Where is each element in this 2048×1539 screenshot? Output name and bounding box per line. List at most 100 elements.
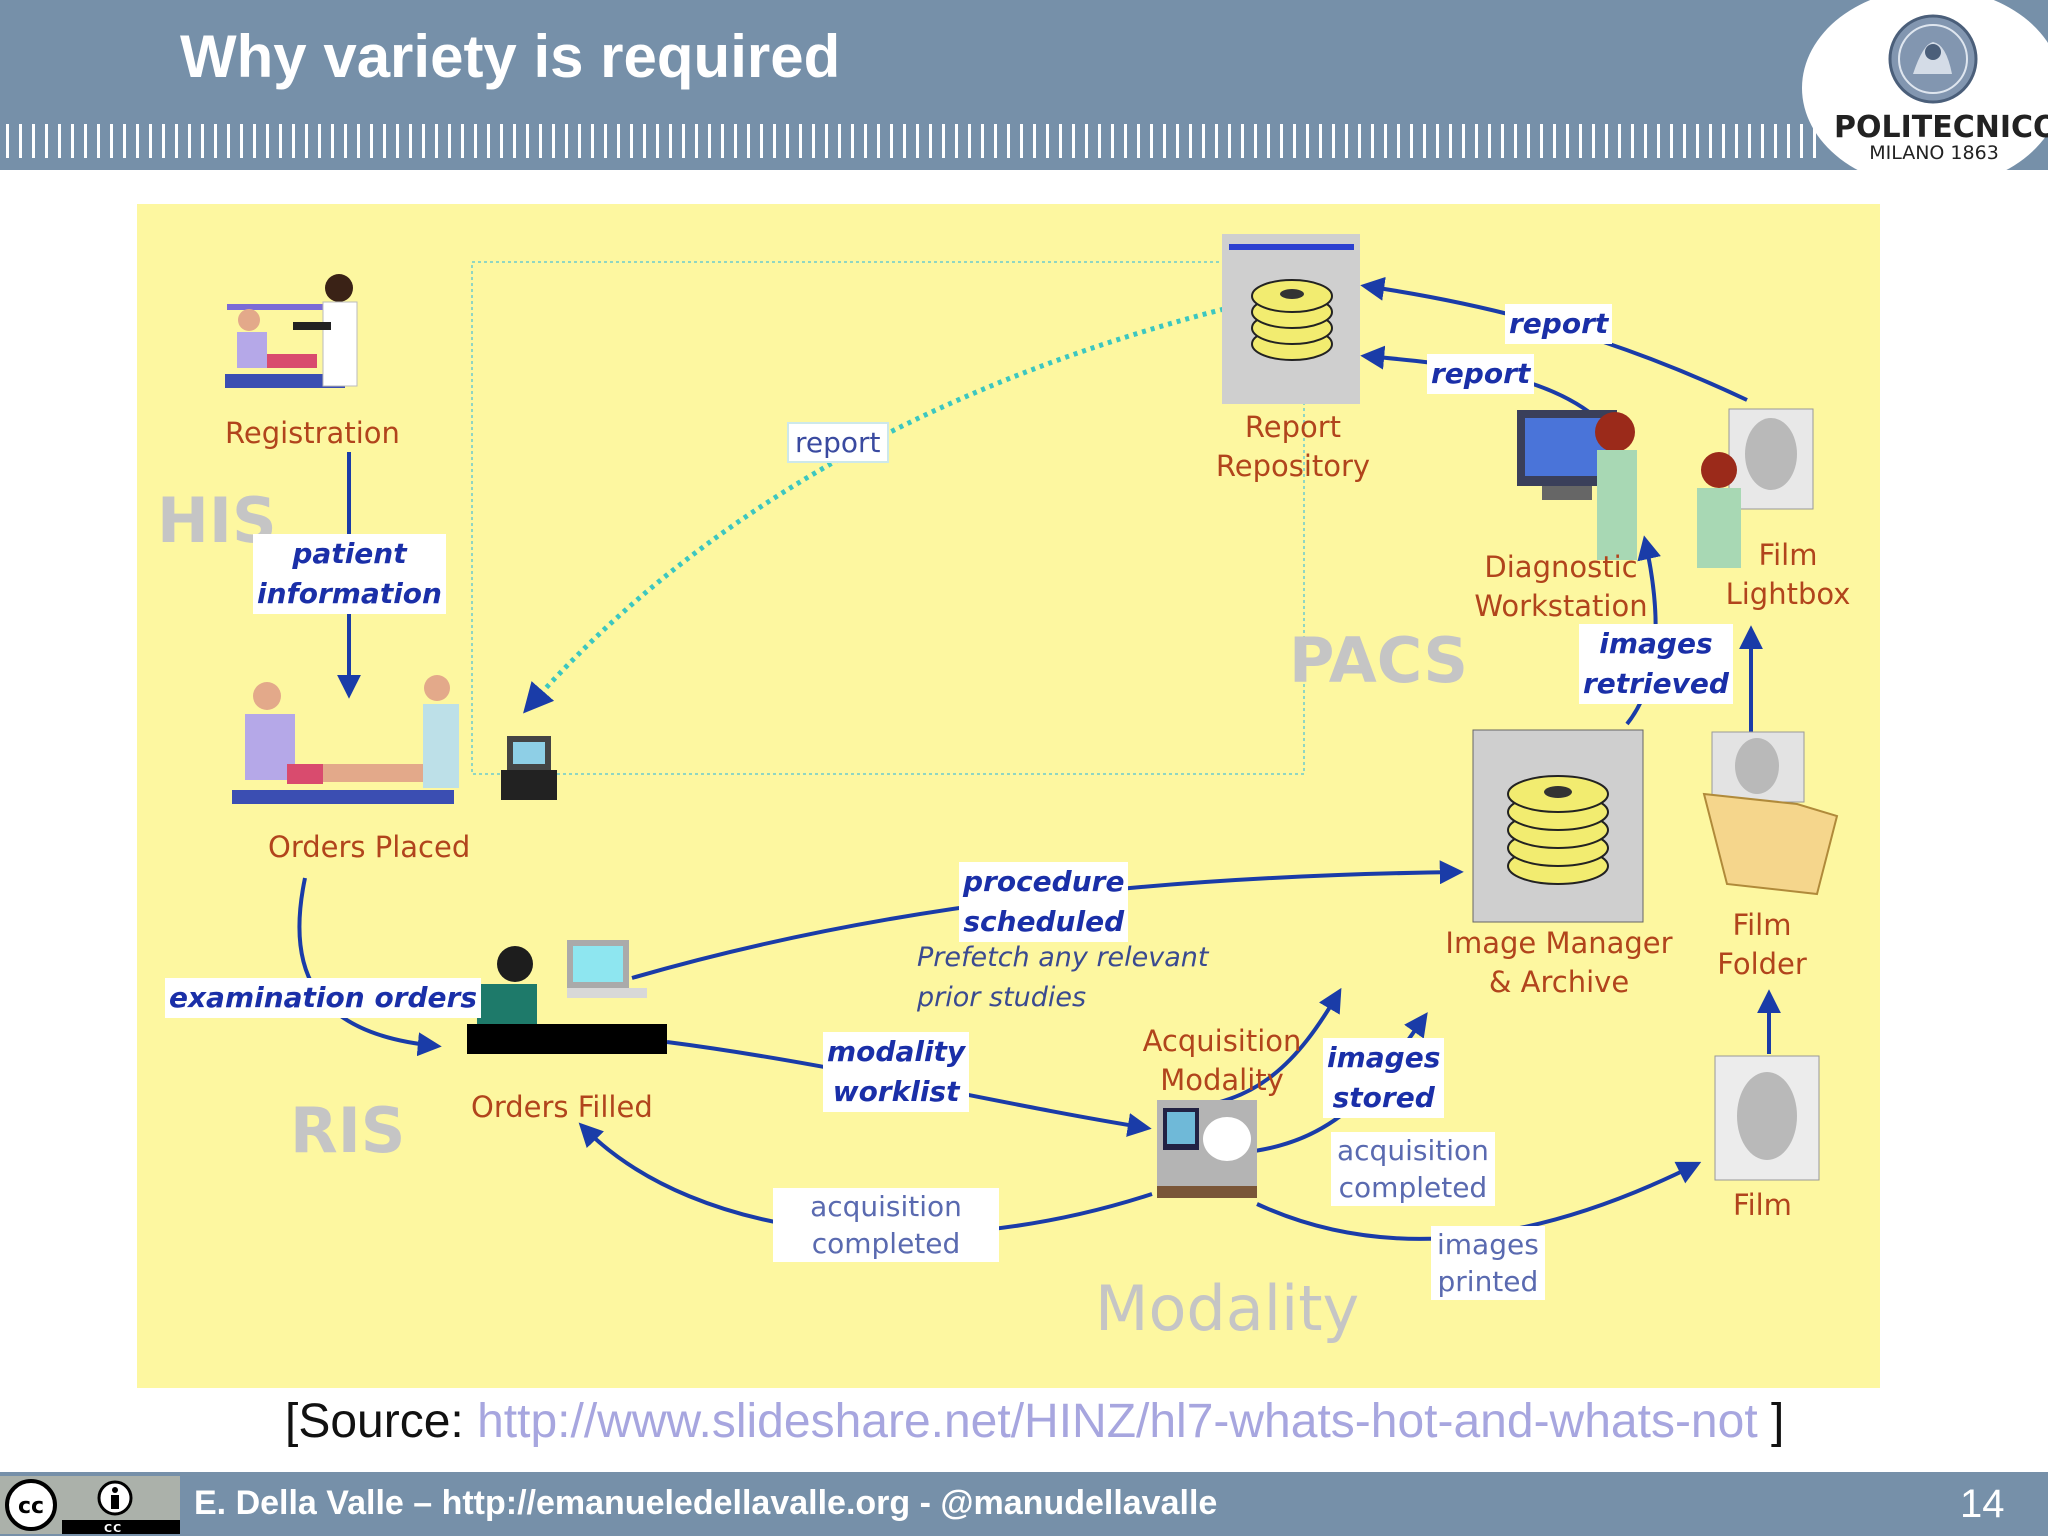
header-tick (214, 124, 217, 158)
header-tick (1007, 124, 1010, 158)
svg-text:cc: cc (18, 1494, 44, 1519)
header-tick (292, 124, 295, 158)
flow-images-stored-line1: images (1327, 1041, 1441, 1074)
header-tick (721, 124, 724, 158)
source-citation: [Source: http://www.slideshare.net/HINZ/… (285, 1394, 1784, 1449)
flow-patient-information: patient information (253, 534, 446, 614)
header-tick (253, 124, 256, 158)
header-tick (760, 124, 763, 158)
domain-ris: RIS (290, 1094, 406, 1167)
flow-prefetch-line2: prior studies (917, 982, 1087, 1013)
header-tick (318, 124, 321, 158)
header-tick (1280, 124, 1283, 158)
header-tick (149, 124, 152, 158)
flow-acq-completed-right-line1: acquisition (1337, 1134, 1489, 1167)
header-tick (1059, 124, 1062, 158)
header-tick (942, 124, 945, 158)
header-tick (1722, 124, 1725, 158)
node-acquisition-modality-line2: Modality (1160, 1063, 1284, 1097)
node-film-folder: Film Folder (1707, 906, 1817, 984)
node-orders-filled: Orders Filled (471, 1090, 653, 1124)
flow-acq-completed-right-line2: completed (1338, 1171, 1488, 1204)
node-film: Film (1733, 1188, 1792, 1222)
footer-bar (0, 1472, 2048, 1536)
header-tick (539, 124, 542, 158)
flow-prefetch-line1: Prefetch any relevant (917, 942, 1209, 973)
flow-acq-completed-right: acquisition completed (1331, 1132, 1495, 1206)
header-tick (1540, 124, 1543, 158)
flow-procedure-scheduled-line2: scheduled (963, 905, 1125, 938)
header-tick (1813, 124, 1816, 158)
flow-images-retrieved-line1: images (1599, 627, 1713, 660)
film-lightbox-icon (1697, 408, 1814, 568)
film-folder-icon (1702, 731, 1839, 896)
header-tick (1306, 124, 1309, 158)
header-tick (1124, 124, 1127, 158)
header-tick (1566, 124, 1569, 158)
image-manager-archive-icon (1472, 729, 1644, 923)
header-tick (1579, 124, 1582, 158)
header-tick (175, 124, 178, 158)
orders-filled-illustration-icon (467, 940, 667, 1054)
registration-illustration-icon (225, 274, 358, 388)
header-tick (1410, 124, 1413, 158)
logo-name: POLITECNICO (1834, 110, 2048, 145)
header-tick (591, 124, 594, 158)
diagnostic-workstation-icon (1517, 410, 1637, 560)
header-tick (1254, 124, 1257, 158)
header-tick (1761, 124, 1764, 158)
node-film-lightbox-line1: Film (1758, 538, 1818, 572)
flow-images-retrieved-line2: retrieved (1583, 667, 1729, 700)
report-dotted-arrow (523, 306, 1225, 714)
header-tick (1072, 124, 1075, 158)
header-tick (1423, 124, 1426, 158)
header-tick (1475, 124, 1478, 158)
header-tick (1501, 124, 1504, 158)
slide-title: Why variety is required (180, 23, 841, 90)
header-tick (370, 124, 373, 158)
source-link[interactable]: http://www.slideshare.net/HINZ/hl7-whats… (477, 1395, 1758, 1448)
cc-by-license-badge[interactable]: cc (0, 1476, 180, 1534)
header-tick (1449, 124, 1452, 158)
source-suffix: ] (1757, 1395, 1785, 1448)
header-tick (1163, 124, 1166, 158)
header-tick (578, 124, 581, 158)
flow-modality-worklist: modality worklist (823, 1032, 970, 1112)
header-tick (903, 124, 906, 158)
header-tick (669, 124, 672, 158)
header-tick (695, 124, 698, 158)
header-tick (1670, 124, 1673, 158)
header-tick (1345, 124, 1348, 158)
header-tick (617, 124, 620, 158)
header-tick (1150, 124, 1153, 158)
report-repository-icon (1222, 234, 1360, 404)
header-tick (84, 124, 87, 158)
acquisition-modality-icon (1157, 1100, 1257, 1198)
header-tick (383, 124, 386, 158)
header-tick (162, 124, 165, 158)
header-tick (656, 124, 659, 158)
diagram-connectors (225, 234, 1839, 1241)
header-tick (19, 124, 22, 158)
header-tick (1085, 124, 1088, 158)
header-tick (58, 124, 61, 158)
header-tick (1098, 124, 1101, 158)
header-tick (357, 124, 360, 158)
flow-procedure-scheduled: procedure scheduled (959, 862, 1129, 942)
header-tick (1176, 124, 1179, 158)
header-tick (1488, 124, 1491, 158)
node-diagnostic-workstation-line2: Workstation (1474, 589, 1648, 623)
header-tick (123, 124, 126, 158)
header-tick (747, 124, 750, 158)
header-tick (643, 124, 646, 158)
flow-acq-completed-left: acquisition completed (773, 1188, 999, 1262)
header-tick (1267, 124, 1270, 158)
header-tick (188, 124, 191, 158)
header-tick (1111, 124, 1114, 158)
domain-modality: Modality (1095, 1272, 1360, 1345)
header-tick (1137, 124, 1140, 158)
header-bar (0, 0, 2048, 170)
license-label: CC BY (104, 1523, 123, 1535)
header-tick (682, 124, 685, 158)
node-report-repository: Report Repository (1213, 408, 1373, 486)
